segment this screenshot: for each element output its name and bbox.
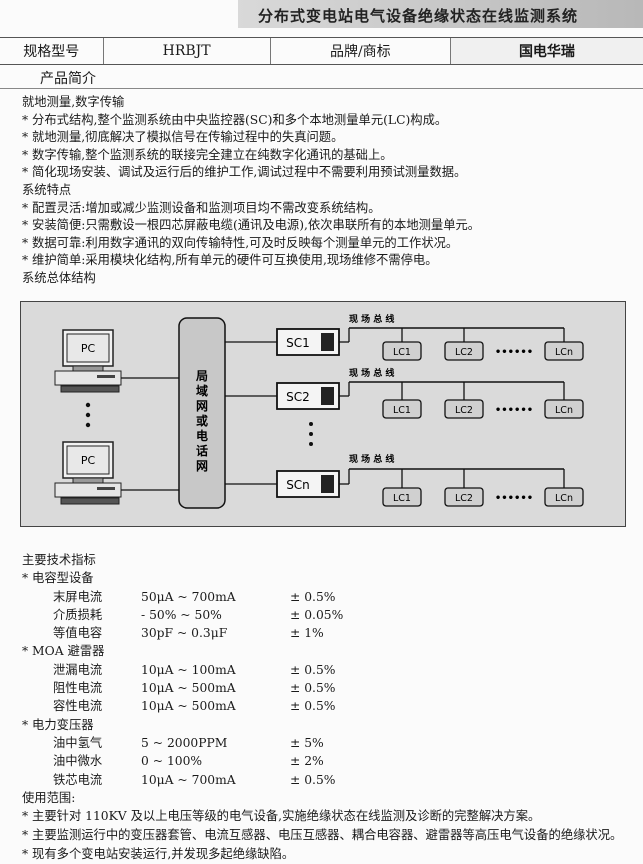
sc-label: SC2 [286, 390, 310, 404]
pc-computer-icon: PC [54, 441, 122, 505]
lc-ellipsis: •••••• [495, 493, 533, 504]
scope-item: * 现有多个变电站安装运行,并发现多起绝缘缺陷。 [22, 847, 295, 862]
tech-title: 主要技术指标 [22, 553, 96, 567]
pc-label: PC [81, 454, 96, 467]
sc-display-icon [321, 475, 334, 493]
scope-item: * 主要监测运行中的变压器套管、电流互感器、电压互感器、耦合电容器、避雷器等高压… [22, 828, 623, 843]
paragraph: 系统总体结构 [22, 270, 96, 285]
lc-unit [444, 341, 484, 361]
header-band [238, 0, 643, 28]
scope-item: * 主要针对 110KV 及以上电压等级的电气设备,实施绝缘状态在线监测及诊断的… [22, 809, 541, 824]
network-box [178, 317, 226, 509]
lc-ellipsis: •••••• [495, 347, 533, 358]
lc-label: LCn [555, 493, 573, 504]
lc-unit [544, 399, 584, 419]
pc-computer-icon: PC [54, 329, 122, 393]
paragraph: * 简化现场安装、调试及运行后的维护工作,调试过程中不需要利用预试测量数据。 [22, 165, 467, 180]
paragraph: * 维护简单:采用模块化结构,所有单元的硬件可互换使用,现场维修不需停电。 [22, 253, 438, 268]
network-label: 话 [196, 443, 208, 458]
lc-label: LC2 [455, 493, 473, 504]
lc-label: LC1 [393, 347, 411, 358]
fieldbus-label: 现 场 总 线 [349, 367, 394, 379]
sc-display-icon [321, 387, 334, 405]
intro-label: 产品简介 [40, 71, 96, 87]
system-diagram: PC PC 局 域 网 或 电 话 网 [20, 301, 626, 527]
lc-unit [444, 399, 484, 419]
scope-title: 使用范围: [22, 790, 76, 805]
lc-label: LC1 [393, 405, 411, 416]
paragraph: * 就地测量,彻底解决了模拟信号在传输过程中的失真问题。 [22, 130, 344, 145]
sc-display-icon [321, 333, 334, 351]
lc-label: LC1 [393, 493, 411, 504]
brand-label: 品牌/商标 [271, 38, 451, 64]
tech-row: 介质损耗- 50% ~ 50%± 0.05% [53, 607, 344, 622]
lc-label: LCn [555, 405, 573, 416]
fieldbus-label: 现 场 总 线 [349, 313, 394, 325]
fieldbus-label: 现 场 总 线 [349, 453, 394, 465]
tech-group-name: * 电容型设备 [22, 571, 94, 586]
page-title: 分布式变电站电气设备绝缘状态在线监测系统 [258, 7, 579, 25]
ellipsis-dot [309, 442, 313, 446]
model-label: 规格型号 [0, 38, 104, 64]
lc-unit [382, 487, 422, 507]
tech-group-name: * 电力变压器 [22, 717, 94, 732]
paragraph: * 配置灵活:增加或减少监测设备和监测项目均不需改变系统结构。 [22, 200, 381, 215]
divider [0, 88, 643, 89]
lc-label: LC2 [455, 405, 473, 416]
spec-table: 规格型号 HRBJT 品牌/商标 国电华瑞 [0, 37, 643, 65]
paragraph: * 安装简便:只需敷设一根四芯屏蔽电缆(通讯及电源),依次串联所有的本地测量单元… [22, 218, 481, 233]
lc-ellipsis: •••••• [495, 405, 533, 416]
sc-label: SC1 [286, 336, 310, 350]
ellipsis-dot [85, 402, 91, 408]
paragraph: * 数据可靠:利用数字通讯的双向传输特性,可及时反映每个测量单元的工作状况。 [22, 235, 459, 250]
paragraph: * 数字传输,整个监测系统的联接完全建立在纯数字化通讯的基础上。 [22, 147, 393, 162]
lc-unit [544, 341, 584, 361]
intro-text: 就地测量,数字传输 * 分布式结构,整个监测系统由中央监控器(SC)和多个本地测… [22, 94, 637, 288]
pc-label: PC [81, 342, 96, 355]
paragraph: * 分布式结构,整个监测系统由中央监控器(SC)和多个本地测量单元(LC)构成。 [22, 112, 448, 127]
paragraph: 就地测量,数字传输 [22, 95, 125, 109]
network-label: 网 [196, 399, 208, 413]
lc-unit [444, 487, 484, 507]
network-label: 电 [196, 428, 208, 443]
ellipsis-dot [85, 412, 91, 418]
lc-unit [544, 487, 584, 507]
ellipsis-dot [85, 422, 91, 428]
network-label: 域 [196, 383, 208, 398]
sc-label: SCn [286, 478, 310, 492]
lc-label: LCn [555, 347, 573, 358]
paragraph: 系统特点 [22, 182, 72, 197]
lc-label: LC2 [455, 347, 473, 358]
ellipsis-dot [309, 432, 313, 436]
network-label: 网 [196, 459, 208, 473]
brand-value: 国电华瑞 [450, 38, 643, 64]
lc-unit [382, 399, 422, 419]
network-label: 或 [196, 413, 208, 428]
model-value: HRBJT [104, 38, 271, 64]
network-label: 局 [196, 369, 208, 383]
ellipsis-dot [309, 422, 313, 426]
tech-group-name: * MOA 避雷器 [22, 644, 105, 659]
lc-unit [382, 341, 422, 361]
